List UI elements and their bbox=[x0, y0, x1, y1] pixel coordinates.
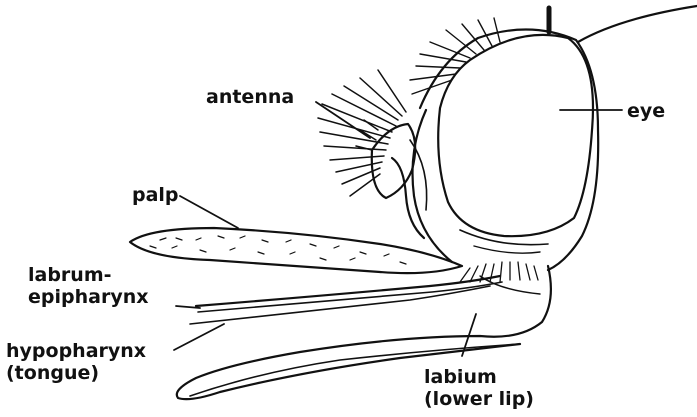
head-lower-curve bbox=[413, 110, 453, 262]
palp bbox=[130, 228, 462, 273]
thorax-outline bbox=[578, 6, 697, 42]
head-capsule bbox=[420, 29, 598, 270]
labrum-epipharynx-label: labrum- epipharynx bbox=[28, 264, 149, 308]
palp-leader bbox=[180, 196, 238, 228]
labium-label: labium (lower lip) bbox=[424, 366, 534, 410]
palp-label: palp bbox=[132, 184, 179, 206]
eye-outline bbox=[438, 35, 593, 236]
labrum-epipharynx bbox=[196, 276, 500, 306]
eye-label: eye bbox=[627, 100, 665, 122]
antenna-label: antenna bbox=[206, 86, 294, 108]
hypopharynx-leader bbox=[174, 324, 224, 350]
hypopharynx-label: hypopharynx (tongue) bbox=[6, 340, 146, 384]
mouth-hairs bbox=[460, 262, 538, 282]
hypopharynx bbox=[190, 286, 490, 324]
